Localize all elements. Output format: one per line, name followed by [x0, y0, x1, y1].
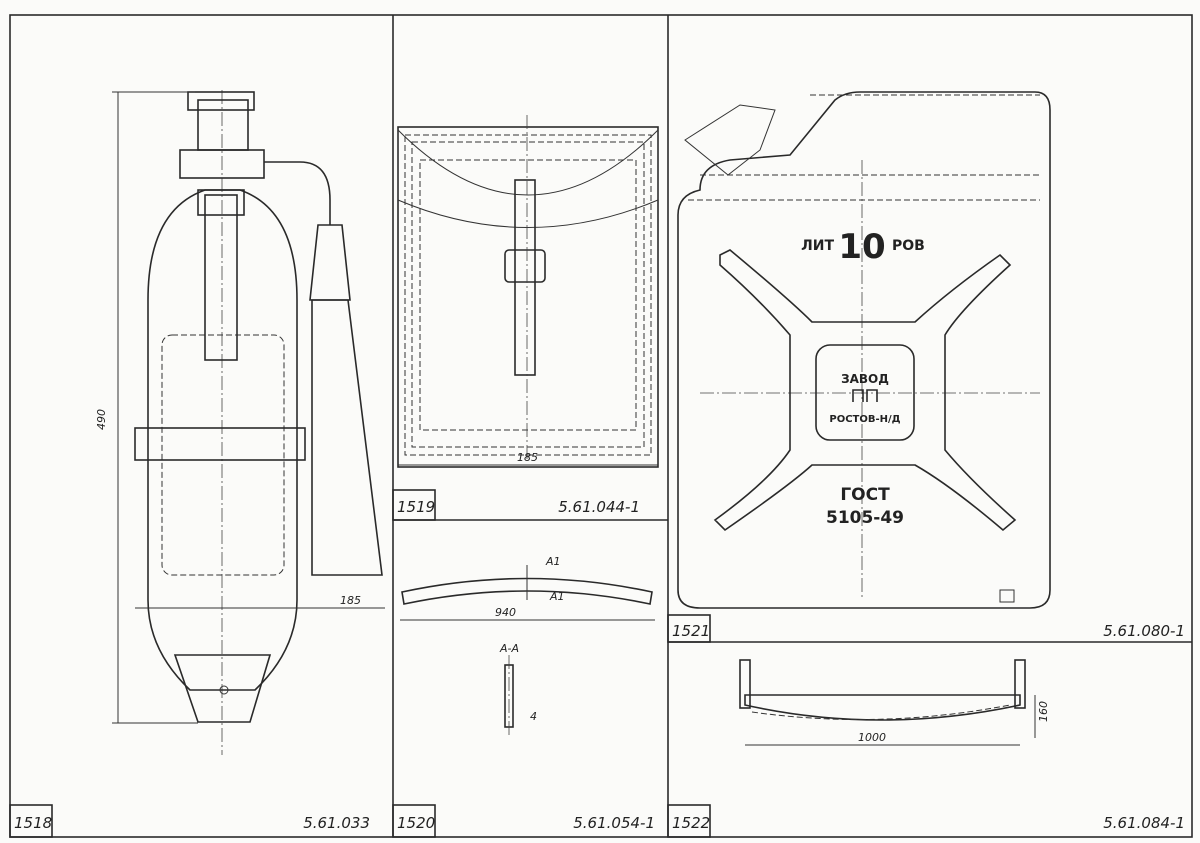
section-a-a: A-A: [499, 642, 519, 655]
panel-number-1519: 1519: [397, 498, 435, 516]
logo-bottom-text: РОСТОВ-Н/Д: [829, 414, 900, 425]
logo-top-text: ЗАВОД: [841, 372, 889, 386]
panel-code-1519: 5.61.044-1: [558, 498, 640, 516]
dim-a1-bottom: A1: [549, 590, 565, 603]
drawing-bracket: [739, 659, 1036, 746]
panel-code-1518: 5.61.033: [303, 814, 370, 832]
drawing-strap: [400, 565, 655, 737]
panel-labels: 1518 5.61.033 1519 5.61.044-1 1520 5.61.…: [14, 498, 1185, 832]
panel-code-1522: 5.61.084-1: [1103, 814, 1185, 832]
dim-4: 4: [530, 710, 537, 723]
canister-volume-text: 10: [838, 227, 885, 267]
dim-490: 490: [95, 409, 108, 430]
drawing-bag: [397, 115, 659, 468]
panel-number-1520: 1520: [397, 814, 435, 832]
dimensions: 490 185 185 A1 940 A1 A-A 4 160 1000: [95, 409, 1050, 744]
drawing-jerrycan: ЛИТ 10 РОВ ЗАВОД РОСТОВ-Н/Д ГОСТ 5105-49: [677, 91, 1051, 609]
panel-number-1522: 1522: [672, 814, 710, 832]
label-boxes: [9, 489, 711, 838]
dim-1000: 1000: [858, 731, 886, 744]
canister-rov-text: РОВ: [892, 238, 925, 254]
panel-number-1518: 1518: [14, 814, 52, 832]
panel-number-1521: 1521: [672, 622, 710, 640]
dim-185-bag: 185: [517, 451, 538, 464]
dim-185-extinguisher: 185: [340, 594, 361, 607]
dim-940: 940: [495, 606, 516, 619]
gost-number-text: 5105-49: [826, 508, 904, 528]
panel-code-1521: 5.61.080-1: [1103, 622, 1185, 640]
logo-mark-icon: [852, 389, 878, 402]
panel-code-1520: 5.61.054-1: [573, 814, 655, 832]
dim-160: 160: [1037, 701, 1050, 722]
canister-lit-text: ЛИТ: [801, 238, 834, 254]
drawing-fire-extinguisher: [112, 90, 385, 755]
sheet-frame: [9, 14, 1193, 838]
gost-text: ГОСТ: [840, 485, 890, 505]
dim-a1-top: A1: [545, 555, 561, 568]
